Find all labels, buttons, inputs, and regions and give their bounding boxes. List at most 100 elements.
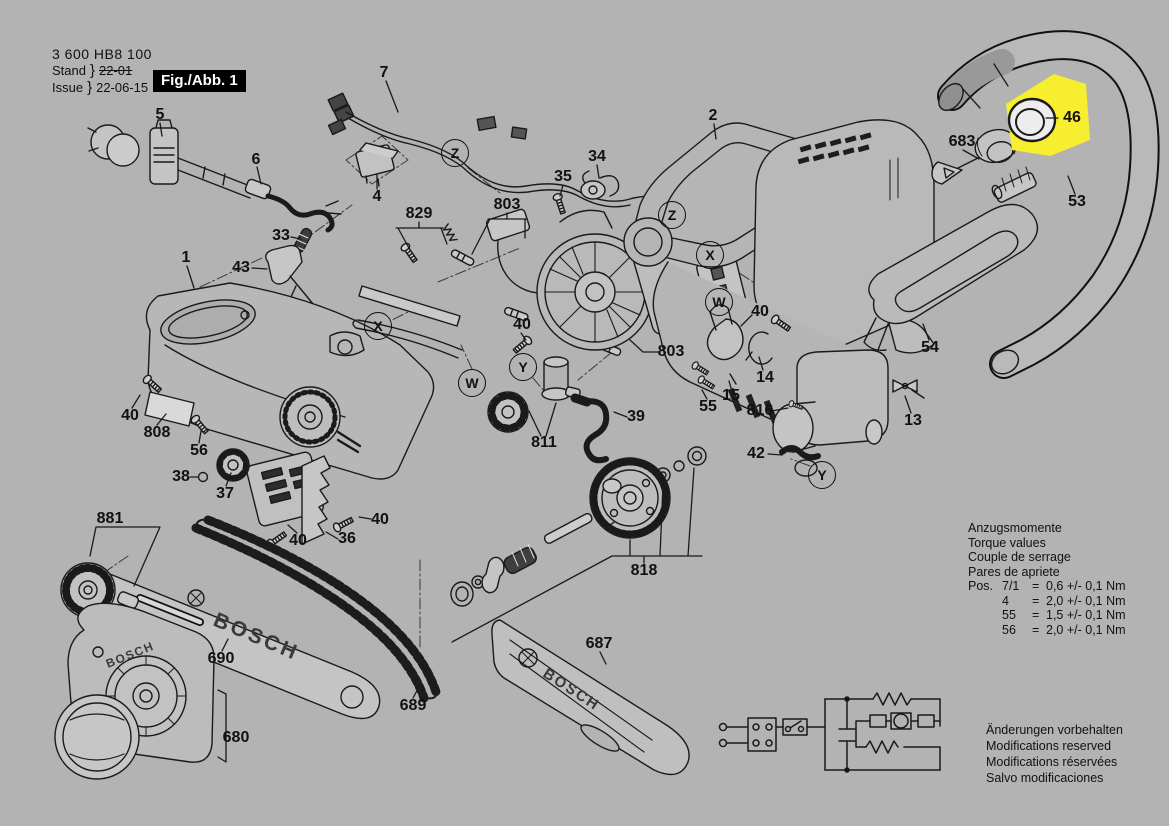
- gear-assembly: [450, 446, 707, 607]
- view-ref-Y: Y: [808, 461, 836, 489]
- view-ref-Y: Y: [509, 353, 537, 381]
- issue-row: Issue } 22-06-15: [52, 79, 152, 96]
- part-label-55: 55: [699, 398, 717, 415]
- torque-pos: 7/1: [1002, 579, 1020, 593]
- part-label-2: 2: [708, 107, 718, 124]
- part-label-40: 40: [513, 316, 531, 333]
- part-label-43: 43: [232, 259, 250, 276]
- part-label-5: 5: [155, 106, 165, 123]
- tension-gear-37: [216, 448, 250, 482]
- torque-title-line: Anzugsmomente: [968, 521, 1062, 535]
- torque-eq: =: [1032, 622, 1040, 637]
- view-ref-W: W: [705, 288, 733, 316]
- revision-line: Modifications reserved: [986, 739, 1112, 753]
- part-label-56: 56: [190, 442, 208, 459]
- part-label-37: 37: [216, 485, 234, 502]
- part-label-34: 34: [588, 148, 606, 165]
- stand-row: Stand } 22-01: [52, 62, 152, 79]
- torque-title-line: Pares de apriete: [968, 564, 1060, 579]
- connector-block: [747, 717, 777, 752]
- retaining-clip: [745, 331, 773, 365]
- part-label-14: 14: [756, 369, 774, 386]
- part-label-15: 15: [722, 387, 740, 404]
- part-label-54: 54: [921, 339, 939, 356]
- torque-eq: =: [1032, 593, 1040, 608]
- washer-38: [197, 471, 209, 483]
- part-label-687: 687: [585, 635, 613, 652]
- part-label-816: 816: [746, 402, 774, 419]
- part-label-808: 808: [143, 424, 171, 441]
- torque-title-line: Couple de serrage: [968, 550, 1071, 564]
- part-label-46-highlighted: 46: [1063, 109, 1081, 126]
- revision-line: Modifications réservées: [986, 755, 1118, 769]
- torque-value: 2,0 +/- 0,1 Nm: [1046, 622, 1126, 637]
- title-block: 3 600 HB8 100 Stand } 22-01 Issue } 22-0…: [52, 46, 152, 97]
- issue-label: Issue: [52, 80, 84, 96]
- part-label-33: 33: [272, 227, 290, 244]
- oil-hose-39: [570, 393, 610, 464]
- leader-lines: [89, 80, 1076, 763]
- switch: [355, 142, 399, 187]
- part-label-680: 680: [222, 729, 250, 746]
- chain-guard: BOSCH: [491, 619, 690, 776]
- power-cord: [177, 157, 342, 233]
- torque-pos-prefix: Pos.: [968, 579, 994, 593]
- oil-cap: [931, 128, 1018, 185]
- resistor-top: [872, 692, 912, 706]
- part-label-6: 6: [251, 151, 261, 168]
- revision-line: Salvo modificaciones: [986, 771, 1104, 785]
- part-label-829: 829: [405, 205, 433, 222]
- type-number: 3 600 HB8 100: [52, 46, 152, 62]
- oil-hose-42: [779, 445, 821, 461]
- part-label-803: 803: [493, 196, 521, 213]
- view-ref-Z: Z: [441, 139, 469, 167]
- torque-entry: 55=1,5 +/- 0,1 Nm: [968, 608, 1126, 623]
- saw-chain: [191, 515, 441, 703]
- torque-pos: 56: [1002, 622, 1016, 637]
- issue-brace: }: [87, 79, 93, 97]
- stand-brace: }: [89, 62, 95, 80]
- torque-entry: 4=2,0 +/- 0,1 Nm: [968, 594, 1126, 609]
- part-label-35: 35: [554, 168, 572, 185]
- figure-label: Fig./Abb. 1: [153, 70, 246, 92]
- part-label-818: 818: [630, 562, 658, 579]
- seal-ring-highlight: [1006, 74, 1090, 156]
- issue-value: 22-06-15: [96, 80, 149, 96]
- stand-label: Stand: [52, 63, 86, 79]
- part-label-7: 7: [379, 64, 389, 81]
- oil-tank: [772, 349, 889, 477]
- front-handle: [937, 30, 1160, 379]
- part-label-683: 683: [948, 133, 976, 150]
- part-label-53: 53: [1068, 193, 1086, 210]
- handle-bolt: [991, 166, 1037, 203]
- rotor-symbol: [893, 713, 909, 729]
- part-label-689: 689: [399, 697, 427, 714]
- part-label-36: 36: [338, 530, 356, 547]
- torque-entry: Pos.7/1=0,6 +/- 0,1 Nm: [968, 579, 1126, 594]
- revision-line: Änderungen vorbehalten: [986, 723, 1123, 737]
- part-label-881: 881: [96, 510, 124, 527]
- stand-value: 22-01: [99, 63, 133, 79]
- pump-plunger-34: [580, 170, 620, 200]
- torque-pos-prefix: [968, 623, 1002, 638]
- wiring-diagram: [718, 692, 941, 773]
- spike-bumper: [301, 455, 331, 545]
- torque-value: 1,5 +/- 0,1 Nm: [1046, 608, 1126, 622]
- view-ref-Z: Z: [658, 201, 686, 229]
- part-label-811: 811: [531, 434, 557, 451]
- part-label-40: 40: [121, 407, 139, 424]
- torque-pos: 55: [1002, 608, 1016, 622]
- part-label-1: 1: [181, 249, 191, 266]
- oil-pump: [487, 356, 581, 433]
- part-label-803: 803: [657, 343, 685, 360]
- part-label-39: 39: [627, 408, 645, 425]
- torque-value: 0,6 +/- 0,1 Nm: [1046, 579, 1126, 593]
- view-ref-X: X: [364, 312, 392, 340]
- torque-title-line: Torque values: [968, 535, 1046, 550]
- screw-40-mid: [511, 334, 534, 356]
- power-plug: [87, 119, 179, 185]
- resistor-bottom: [865, 740, 899, 754]
